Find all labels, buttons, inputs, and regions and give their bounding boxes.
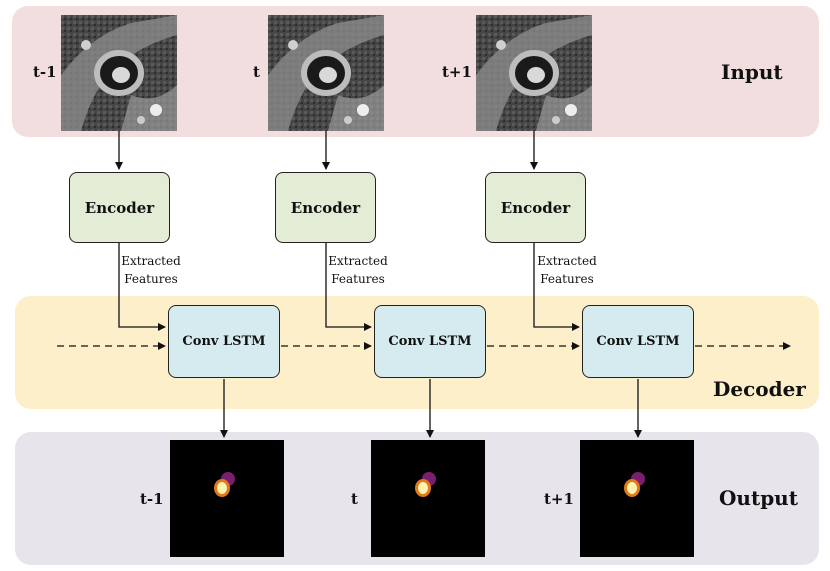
conv-lstm-box: Conv LSTM — [374, 305, 486, 378]
input-time-label: t — [253, 63, 260, 81]
extracted-features-label: Extracted Features — [121, 254, 181, 286]
encoder-box: Encoder — [485, 172, 586, 243]
conv-lstm-box: Conv LSTM — [582, 305, 694, 378]
input-time-label: t-1 — [33, 63, 57, 81]
input-mri-image — [476, 15, 592, 131]
encoder-box: Encoder — [275, 172, 376, 243]
input-mri-image — [268, 15, 384, 131]
output-segmentation-image — [371, 440, 485, 557]
conv-lstm-box: Conv LSTM — [168, 305, 280, 378]
output-time-label: t+1 — [544, 490, 574, 508]
encoder-box: Encoder — [69, 172, 170, 243]
input-mri-image — [61, 15, 177, 131]
extracted-features-label: Extracted Features — [537, 254, 597, 286]
input-time-label: t+1 — [442, 63, 472, 81]
extracted-features-label: Extracted Features — [328, 254, 388, 286]
output-time-label: t-1 — [140, 490, 164, 508]
output-segmentation-image — [580, 440, 694, 557]
output-segmentation-image — [170, 440, 284, 557]
output-time-label: t — [351, 490, 358, 508]
decoder-band-label: Decoder — [713, 377, 806, 401]
input-band-label: Input — [721, 60, 783, 84]
output-band-label: Output — [719, 486, 798, 510]
